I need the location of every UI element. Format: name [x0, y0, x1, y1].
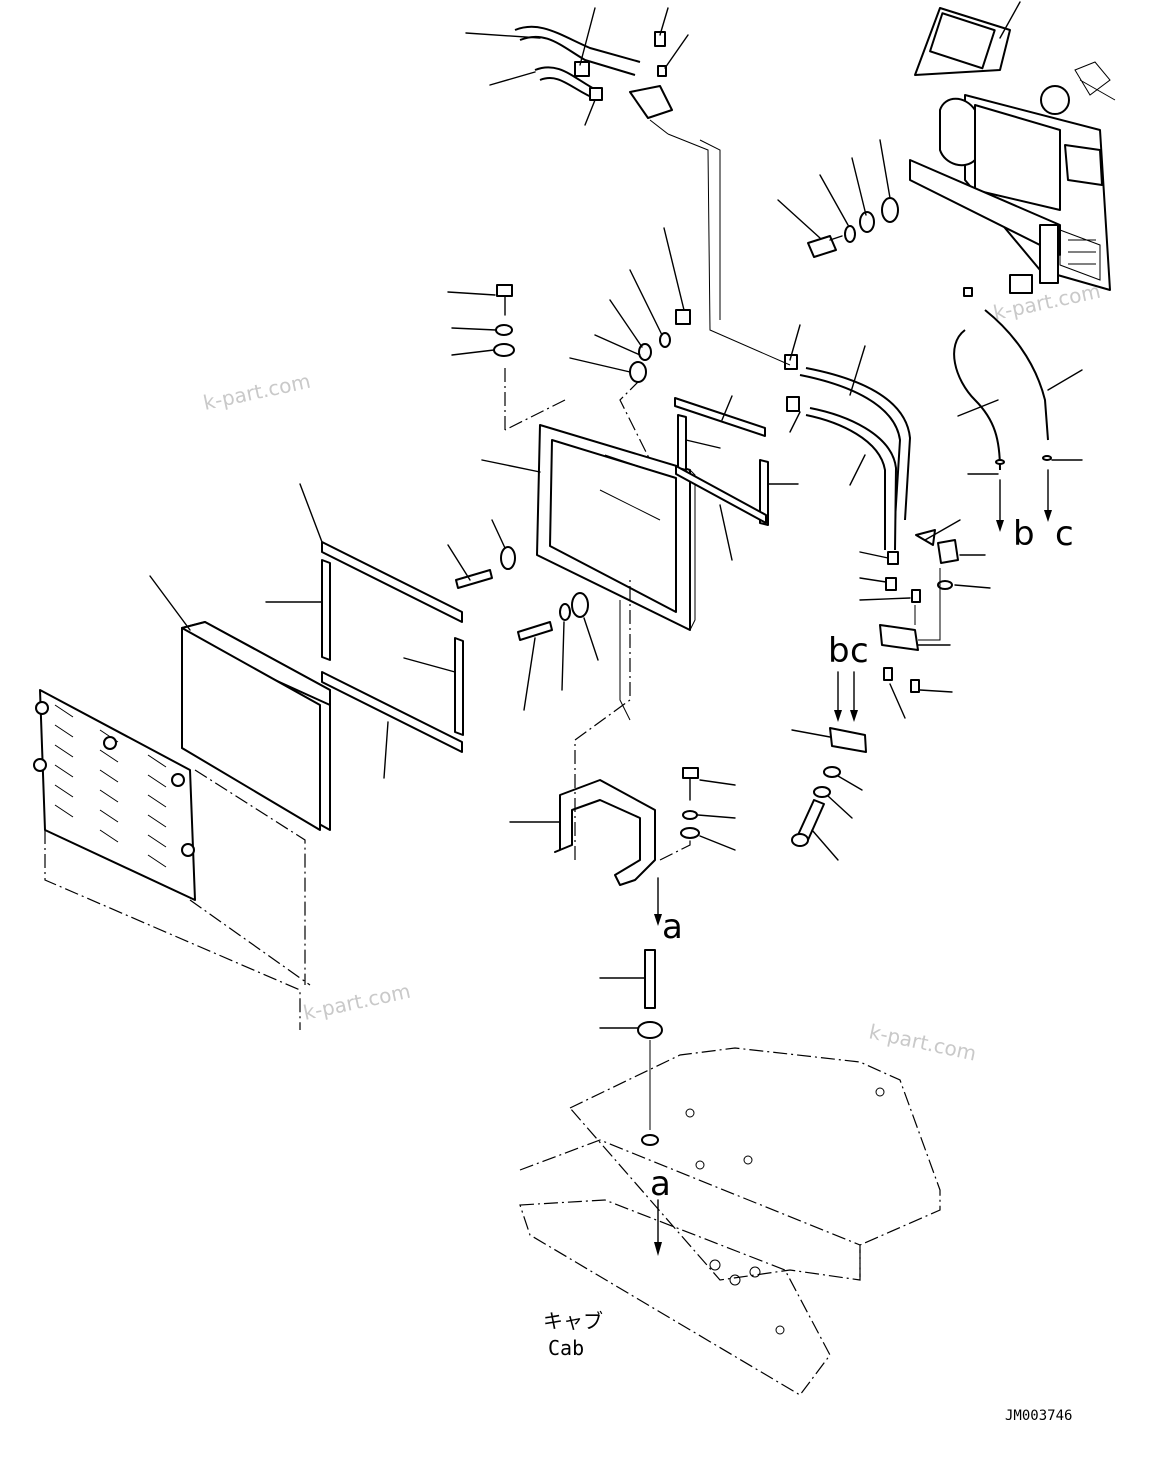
air-conditioner-unit — [909, 1, 1116, 291]
connector-label-c: c — [850, 631, 869, 671]
connector-label-c: c — [1055, 514, 1074, 554]
upper-hose-assembly — [465, 7, 689, 135]
large-seal-strips — [265, 483, 464, 779]
distribution-block — [859, 519, 991, 719]
louvered-cover — [33, 689, 311, 1030]
connector-label-b: b — [1013, 514, 1035, 554]
connector-a-upper: a — [654, 877, 683, 947]
frame-fasteners — [447, 227, 691, 383]
watermark: k-part.com — [201, 369, 313, 415]
side-bolts — [447, 519, 599, 711]
watermarks: k-part.com k-part.com k-part.com k-part.… — [201, 279, 1103, 1066]
seal-strips — [674, 395, 799, 561]
pin-and-washer — [599, 949, 663, 1130]
assembly-lines — [619, 133, 791, 721]
watermark: k-part.com — [301, 979, 413, 1025]
bracket — [509, 580, 691, 886]
drawing-code: JM003746 — [1005, 1408, 1072, 1424]
connector-b-c-labels: b c b c — [828, 514, 1074, 671]
caption-english: Cab — [548, 1336, 584, 1360]
cab-caption: キャブ Cab — [543, 1309, 603, 1360]
connector-label-a: a — [650, 1164, 671, 1204]
cab-floor — [519, 1047, 941, 1396]
lower-block — [791, 671, 867, 861]
connector-a-lower: a — [650, 1164, 671, 1256]
watermark: k-part.com — [991, 279, 1103, 325]
caption-japanese: キャブ — [543, 1309, 603, 1333]
filter-element — [149, 575, 331, 831]
flexible-hoses — [953, 274, 1083, 532]
ac-mount-fasteners — [777, 139, 899, 258]
connector-label-a: a — [662, 907, 683, 947]
bracket-fasteners — [680, 767, 736, 851]
bent-pipes — [784, 324, 911, 551]
watermark: k-part.com — [867, 1019, 979, 1065]
filter-frame — [481, 365, 696, 631]
connector-label-b: b — [828, 631, 850, 671]
